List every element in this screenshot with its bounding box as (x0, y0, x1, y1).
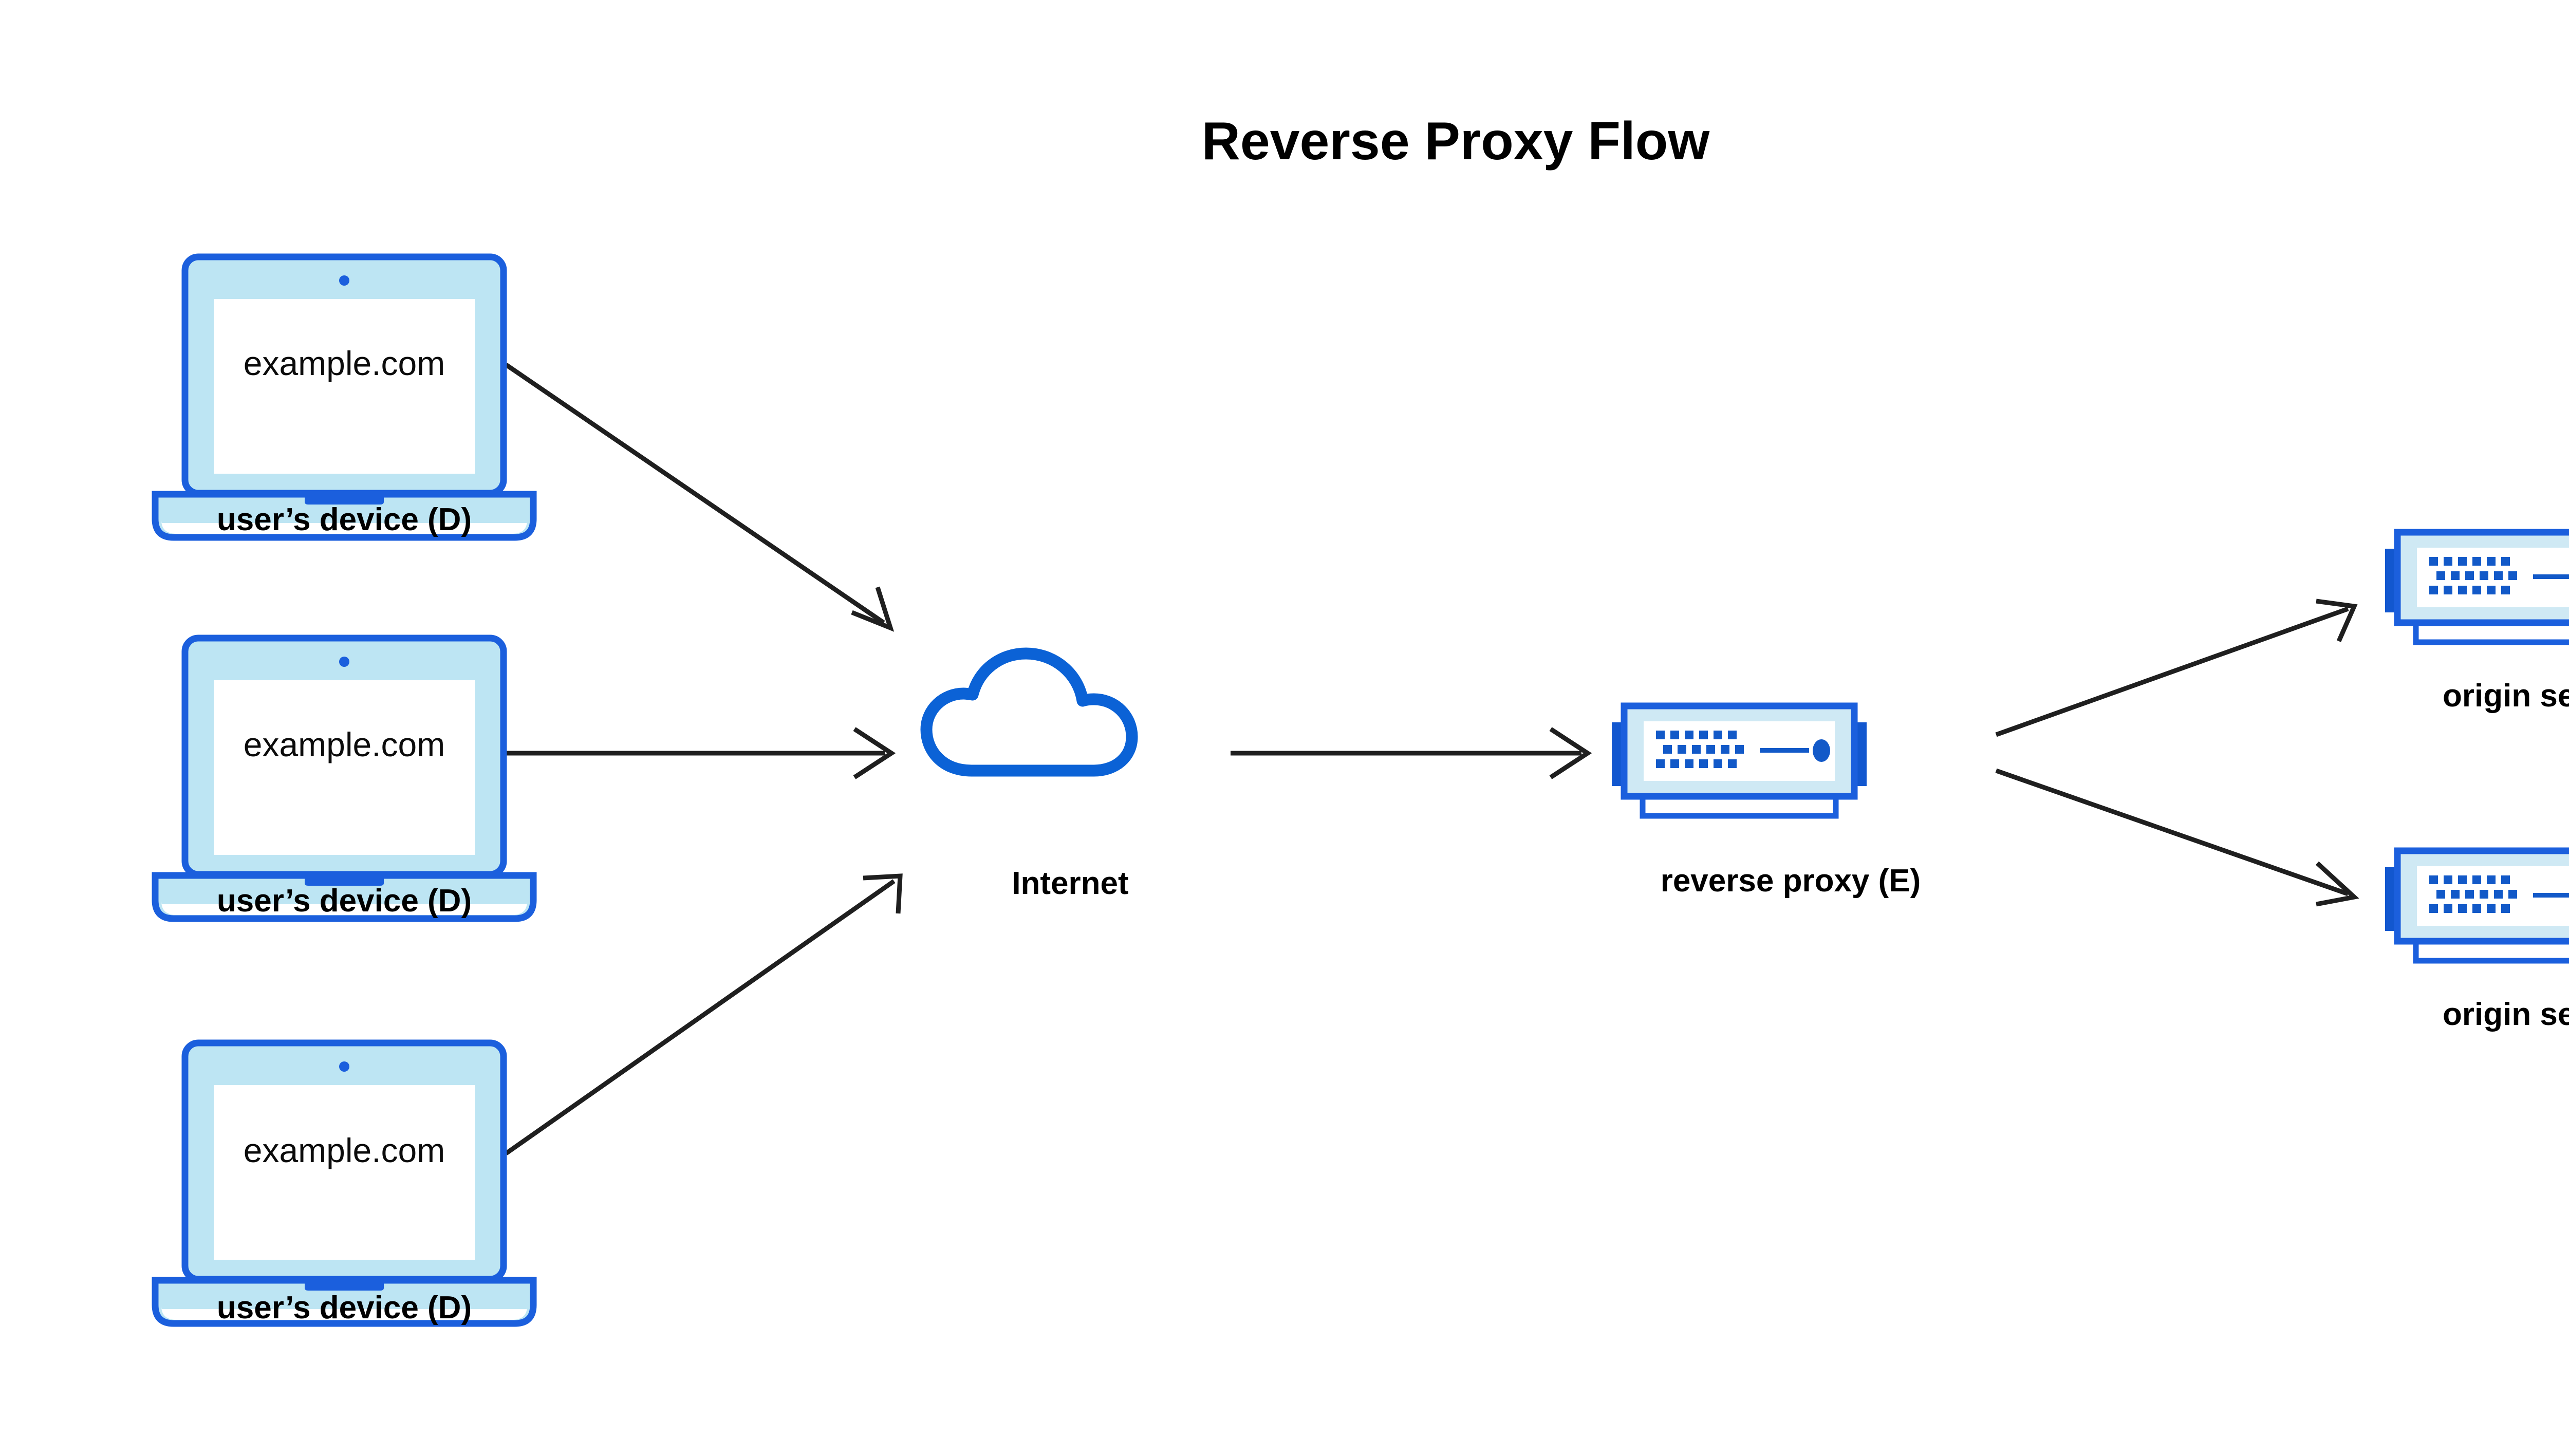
server-icon (2385, 851, 2569, 961)
node-reverse-proxy[interactable]: reverse proxy (E) (1612, 706, 1921, 899)
node-label-user-device-top: user’s device (D) (217, 502, 472, 537)
edge-internet-reverse-proxy (1231, 727, 1592, 779)
node-origin-server-top[interactable]: origin server (F) (2385, 532, 2569, 714)
node-label-internet: Internet (1012, 866, 1128, 901)
node-label-user-device-middle: user’s device (D) (217, 883, 472, 919)
laptop-screen-text: example.com (244, 344, 445, 382)
flow-edges (505, 363, 2359, 1155)
node-origin-server-bottom[interactable]: origin server (F) (2385, 851, 2569, 1032)
node-user-device-middle[interactable]: example.com user’s device (D) (155, 638, 533, 919)
node-label-origin-server-bottom: origin server (F) (2443, 997, 2569, 1032)
node-label-user-device-bottom: user’s device (D) (217, 1290, 472, 1326)
node-internet[interactable]: Internet (926, 654, 1132, 901)
server-icon (2385, 532, 2569, 642)
edge-device-middle-internet (506, 727, 896, 779)
page-title: Reverse Proxy Flow (1202, 111, 1710, 171)
laptop-icon (155, 638, 533, 919)
node-label-origin-server-top: origin server (F) (2443, 678, 2569, 714)
laptop-icon (155, 1043, 533, 1323)
edge-reverse-proxy-origin-bottom (1995, 768, 2359, 907)
laptop-screen-text: example.com (244, 1131, 445, 1169)
edge-reverse-proxy-origin-top (1995, 599, 2358, 737)
edge-device-top-internet (505, 363, 895, 632)
node-user-device-bottom[interactable]: example.com user’s device (D) (155, 1043, 533, 1326)
node-user-device-top[interactable]: example.com user’s device (D) (155, 257, 533, 537)
laptop-icon (155, 257, 533, 537)
server-icon (1612, 706, 1867, 816)
edge-device-bottom-internet (505, 873, 903, 1155)
laptop-screen-text: example.com (244, 725, 445, 763)
node-label-reverse-proxy: reverse proxy (E) (1661, 863, 1921, 899)
